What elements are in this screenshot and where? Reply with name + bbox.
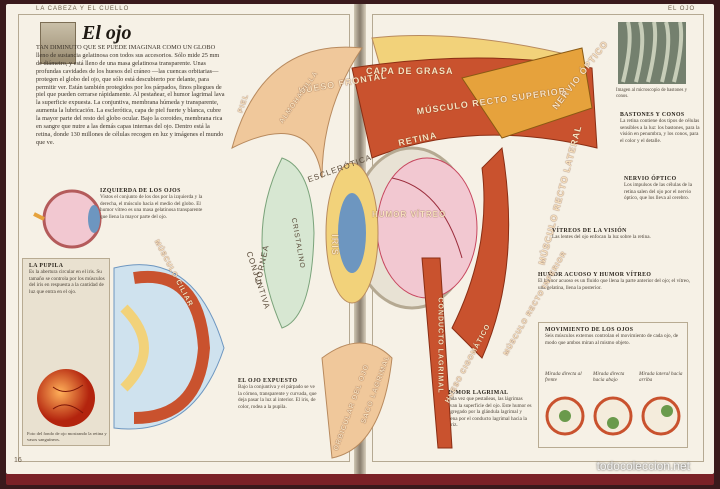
caption-heading: LA PUPILA bbox=[29, 263, 64, 269]
label-capa-grasa: CAPA DE GRASA bbox=[366, 66, 454, 76]
caption-humor-acuoso: HUMOR ACUOSO Y HUMOR VÍTREO El humor acu… bbox=[538, 272, 694, 291]
caption-text: Cada vez que pestañeas, las lágrimas lav… bbox=[446, 396, 532, 429]
caption-text: Es la abertura circular en el iris. Su t… bbox=[29, 269, 105, 295]
portrait-image bbox=[40, 22, 76, 64]
book-edge bbox=[6, 474, 714, 485]
caption-heading: VÍTREOS DE LA VISIÓN bbox=[552, 228, 627, 234]
caption-text: La retina contiene dos tipos de células … bbox=[620, 118, 700, 144]
caption-left-eye: IZQUIERDA DE LOS OJOS Vistos el conjunto… bbox=[100, 188, 204, 220]
caption-mirada-1: Mirada directa al frente bbox=[545, 371, 582, 384]
eye-movement-box: MOVIMIENTO DE LOS OJOS Seis músculos ext… bbox=[538, 322, 688, 448]
caption-heading: MOVIMIENTO DE LOS OJOS bbox=[545, 327, 634, 333]
watermark: todocoleccion.net bbox=[596, 459, 690, 473]
caption-pupila: LA PUPILA Es la abertura circular en el … bbox=[29, 263, 105, 295]
caption-micro: Imagen al microscopio de bastones y cono… bbox=[616, 88, 687, 100]
label-humor-vitreo: HUMOR VÍTREO bbox=[372, 210, 447, 219]
caption-text: Las lentes del ojo enfocan la luz sobre … bbox=[552, 234, 651, 241]
caption-heading: IZQUIERDA DE LOS OJOS bbox=[100, 188, 181, 194]
caption-text: Los impulsos de las células de la retina… bbox=[624, 182, 692, 202]
intro-text: TAN DIMINUTO QUE SE PUEDE IMAGINAR COMO … bbox=[36, 44, 225, 146]
caption-mirada-2: Mirada directa hacia abajo bbox=[593, 371, 625, 384]
eye-movement-figures bbox=[545, 396, 681, 436]
pupil-sidebar: LA PUPILA Es la abertura circular en el … bbox=[22, 258, 110, 446]
caption-bastones: BASTONES Y CONOS La retina contiene dos … bbox=[620, 112, 700, 144]
caption-movimiento: MOVIMIENTO DE LOS OJOS Seis músculos ext… bbox=[545, 327, 681, 346]
retina-photo bbox=[37, 369, 95, 427]
book-spread: LA CABEZA Y EL CUELLO El ojo TAN DIMINUT… bbox=[6, 4, 714, 485]
label-iris: IRIS bbox=[329, 234, 340, 256]
caption-heading: BASTONES Y CONOS bbox=[620, 112, 685, 118]
caption-text: Vistos el conjunto de los dos por la izq… bbox=[100, 194, 203, 220]
caption-humor-lagrimal: HUMOR LAGRIMAL Cada vez que pestañeas, l… bbox=[446, 390, 532, 428]
caption-fondo: Foto del fondo de ojo mostrando la retin… bbox=[27, 431, 107, 443]
ciliary-diagram bbox=[113, 264, 225, 430]
caption-heading: EL OJO EXPUESTO bbox=[238, 378, 298, 384]
label-conducto-lagrimal: CONDUCTO LAGRIMAL bbox=[436, 297, 444, 394]
caption-heading: HUMOR ACUOSO Y HUMOR VÍTREO bbox=[538, 272, 652, 278]
caption-vitreo: VÍTREOS DE LA VISIÓN Las lentes del ojo … bbox=[552, 228, 692, 241]
running-head-right: EL OJO bbox=[668, 6, 696, 12]
eye-section-figure bbox=[33, 189, 102, 249]
caption-nervio: NERVIO ÓPTICO Los impulsos de las célula… bbox=[624, 176, 700, 202]
caption-heading: HUMOR LAGRIMAL bbox=[446, 390, 509, 396]
caption-expuesto: EL OJO EXPUESTO Bajo la conjuntiva y el … bbox=[238, 378, 318, 410]
page-title: El ojo bbox=[82, 22, 132, 44]
caption-mirada-3: Mirada lateral hacia arriba bbox=[639, 371, 683, 384]
caption-text: Seis músculos externos controlan el movi… bbox=[545, 333, 679, 346]
caption-text: El humor acuoso es un fluido que llena l… bbox=[538, 278, 690, 291]
caption-text: Bajo la conjuntiva y el párpado se ve la… bbox=[238, 384, 317, 410]
rods-cones-micrograph bbox=[618, 22, 686, 84]
caption-heading: NERVIO ÓPTICO bbox=[624, 176, 677, 182]
eye-anatomy-illustration bbox=[231, 35, 598, 459]
page-number-left: 16 bbox=[14, 457, 22, 464]
running-head-left: LA CABEZA Y EL CUELLO bbox=[36, 6, 130, 12]
